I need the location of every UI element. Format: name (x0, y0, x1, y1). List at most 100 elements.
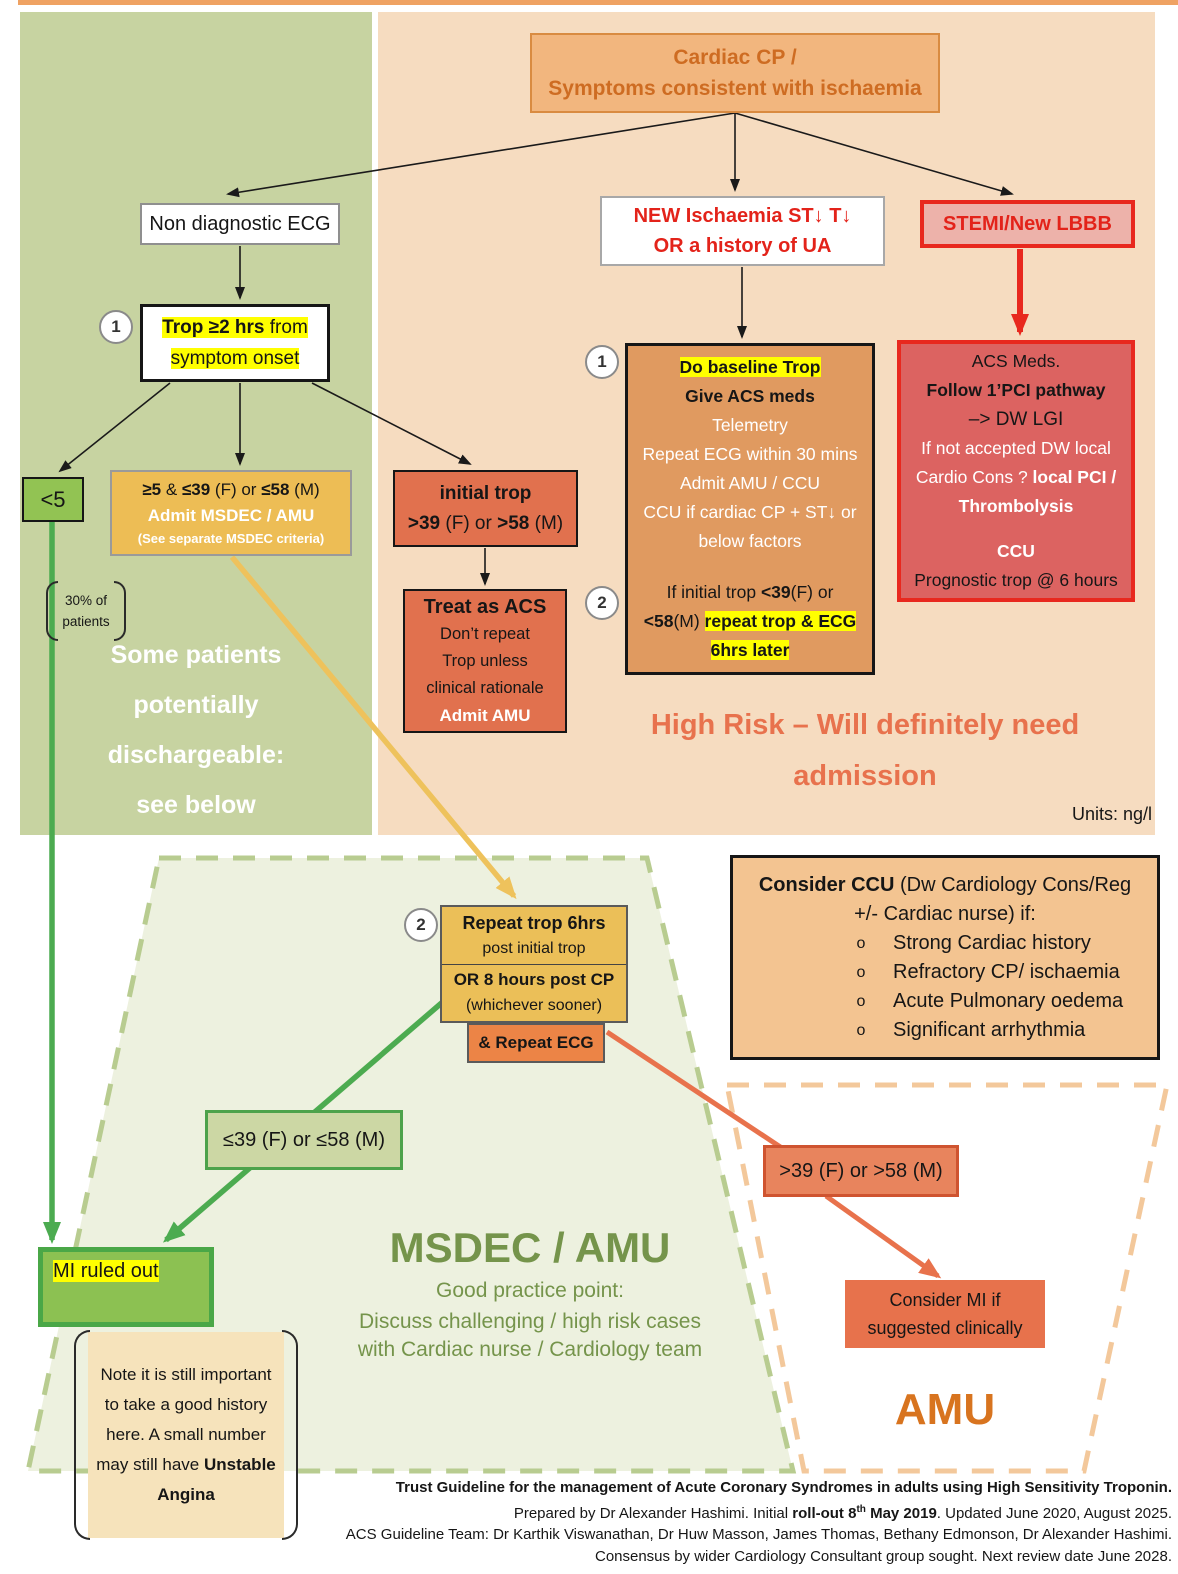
msdec-subtitle: Good practice point: (436, 1279, 624, 1302)
amber-line2: Admit MSDEC / AMU (147, 506, 315, 525)
bracket-decoration (46, 581, 58, 641)
ccu-bullet-row: o Acute Pulmonary oedema (733, 987, 1157, 1016)
treat-acs-line4: clinical rationale (426, 678, 544, 697)
acs-meds-line2: Follow 1’PCI pathway (926, 380, 1106, 400)
msdec-line1: Discuss challenging / high risk cases (359, 1310, 701, 1333)
acs-meds-line6: Thrombolysis (958, 496, 1074, 516)
treat-acs-title: Treat as ACS (423, 595, 547, 618)
msdec-line2: with Cardiac nurse / Cardiology team (357, 1338, 703, 1361)
step-1-number: 1 (111, 317, 121, 336)
repeat-trop-line2: post initial trop (482, 939, 586, 957)
ccu-title-line2: +/- Cardiac nurse) if: (854, 902, 1036, 925)
footer-line2d: . Updated June 2020, August 2025. (936, 1504, 1172, 1522)
baseline-line6: CCU if cardiac CP + ST↓ or (643, 502, 857, 522)
repeat-trop-line4: (whichever sooner) (465, 996, 603, 1014)
trop-line1-rest: from (264, 317, 308, 338)
footer-line2: Prepared by Dr Alexander Hashimi. Initia… (320, 1499, 1172, 1525)
baseline-line3: Telemetry (712, 415, 788, 435)
thirty-percent-line2: patients (62, 614, 110, 629)
treat-as-acs-box: Treat as ACS Don’t repeat Trop unless cl… (403, 589, 567, 733)
new-ischaemia-box: NEW Ischaemia ST↓ T↓ OR a history of UA (600, 196, 885, 266)
baseline-line9: <58(M) repeat trop & ECG (644, 607, 857, 636)
step-2-number-mid: 2 (597, 593, 607, 612)
baseline-line8a: If initial trop (666, 582, 761, 602)
initial-trop-seg1: >39 (407, 512, 441, 534)
repeat-ecg-label: & Repeat ECG (478, 1033, 594, 1052)
baseline-trop-box: Do baseline Trop Give ACS meds Telemetry… (625, 343, 875, 675)
acs-meds-line3: –> DW LGI (968, 409, 1064, 430)
trop-lt5-label: <5 (40, 486, 66, 512)
ccu-bullet-text: Acute Pulmonary oedema (893, 989, 1124, 1012)
baseline-line9b: (M) (673, 611, 705, 631)
repeat-trop-divider (442, 963, 626, 965)
footer-line2c: May 2019 (865, 1504, 937, 1522)
unstable-angina-note: Note it is still important to take a goo… (88, 1332, 284, 1538)
top-orange-strip (18, 0, 1178, 5)
consider-ccu-box: Consider CCU (Dw Cardiology Cons/Reg +/-… (730, 855, 1160, 1060)
amber-seg1: ≥5 (142, 480, 162, 499)
consider-mi-orange-arrow (824, 1193, 942, 1279)
baseline-line2: Give ACS meds (685, 386, 815, 406)
consider-mi-line2: suggested clinically (867, 1318, 1023, 1338)
ccu-bullet-marker: o (856, 934, 866, 952)
acs-meds-line5: Cardio Cons ? local PCI / (916, 463, 1116, 492)
initial-trop-line1: initial trop (439, 482, 532, 504)
ccu-bullet-marker: o (856, 992, 866, 1010)
bracket-decoration (114, 581, 126, 641)
footer-line1: Trust Guideline for the management of Ac… (395, 1479, 1172, 1496)
step-1-marker: 1 (99, 310, 133, 344)
acs-meds-line8: Prognostic trop @ 6 hours (914, 570, 1118, 590)
msdec-title: MSDEC / AMU (389, 1224, 671, 1271)
cardiac-cp-banner: Cardiac CP / Symptoms consistent with is… (530, 33, 940, 113)
baseline-line9a: <58 (643, 611, 674, 631)
dischargeable-line1: Some patients (110, 641, 282, 669)
baseline-line4: Repeat ECG within 30 mins (642, 444, 858, 464)
le39-result-box: ≤39 (F) or ≤58 (M) (205, 1110, 403, 1170)
high-risk-caption: High Risk – Will definitely need admissi… (565, 700, 1165, 802)
initial-trop-seg3: >58 (497, 512, 530, 534)
ccu-bullet-marker: o (856, 963, 866, 981)
mi-ruled-out-label: MI ruled out (53, 1260, 159, 1283)
mi-ruled-out-box: MI ruled out (38, 1247, 214, 1327)
amber-msdec-box: ≥5 & ≤39 (F) or ≤58 (M) Admit MSDEC / AM… (110, 470, 352, 556)
repeat-ecg-box: & Repeat ECG (467, 1023, 605, 1063)
amber-seg4: (F) or (210, 480, 262, 499)
mi-ruled-out-text: MI ruled out (53, 1260, 159, 1282)
initial-trop-high-box: initial trop >39 (F) or >58 (M) (393, 470, 578, 547)
acs-meds-line5a: Cardio Cons ? (915, 467, 1033, 487)
high-risk-line2: admission (793, 760, 937, 792)
repeat-trop-line1: Repeat trop 6hrs (462, 912, 606, 933)
footer-line3: ACS Guideline Team: Dr Karthik Viswanath… (345, 1526, 1172, 1543)
acs-meds-line4: If not accepted DW local (921, 438, 1111, 458)
baseline-line10: 6hrs later (710, 636, 790, 665)
baseline-line7: below factors (698, 531, 802, 551)
banner-line1: Cardiac CP / (673, 46, 797, 69)
gt39-label: >39 (F) or >58 (M) (779, 1159, 943, 1182)
step-2-number-repeat: 2 (416, 915, 426, 934)
footer-attribution: Trust Guideline for the management of Ac… (320, 1477, 1172, 1567)
ccu-bullet-row: o Strong Cardiac history (733, 929, 1157, 958)
step-1-marker-mid: 1 (585, 345, 619, 379)
msdec-zone-label: MSDEC / AMU Good practice point: Discuss… (320, 1222, 740, 1364)
stemi-lbbb-label: STEMI/New LBBB (943, 212, 1112, 235)
amber-seg3: ≤39 (181, 480, 211, 499)
dischargeable-line2: potentially (133, 691, 259, 719)
non-diagnostic-ecg-label: Non diagnostic ECG (149, 212, 331, 235)
repeat-trop-line3: OR 8 hours post CP (453, 969, 615, 989)
bracket-decoration (282, 1330, 298, 1540)
trop-line1: Trop ≥2 hrs from (162, 312, 308, 343)
acs-meds-line1: ACS Meds. (971, 351, 1061, 371)
footer-line2a: Prepared by Dr Alexander Hashimi. Initia… (513, 1504, 793, 1522)
ccu-bullet-text: Significant arrhythmia (893, 1018, 1086, 1041)
step-2-marker-mid: 2 (585, 586, 619, 620)
ccu-title-bold: Consider CCU (758, 873, 895, 896)
ccu-bullet-text: Strong Cardiac history (893, 931, 1091, 954)
ccu-title-rest: (Dw Cardiology Cons/Reg (894, 873, 1132, 896)
acs-meds-line7: CCU (997, 541, 1035, 561)
new-ischaemia-line1: NEW Ischaemia ST↓ T↓ (633, 205, 852, 227)
treat-acs-line3: Trop unless (442, 651, 528, 670)
units-label: Units: ng/l (1071, 804, 1152, 824)
thirty-percent-note: 30% of patients (50, 583, 122, 639)
